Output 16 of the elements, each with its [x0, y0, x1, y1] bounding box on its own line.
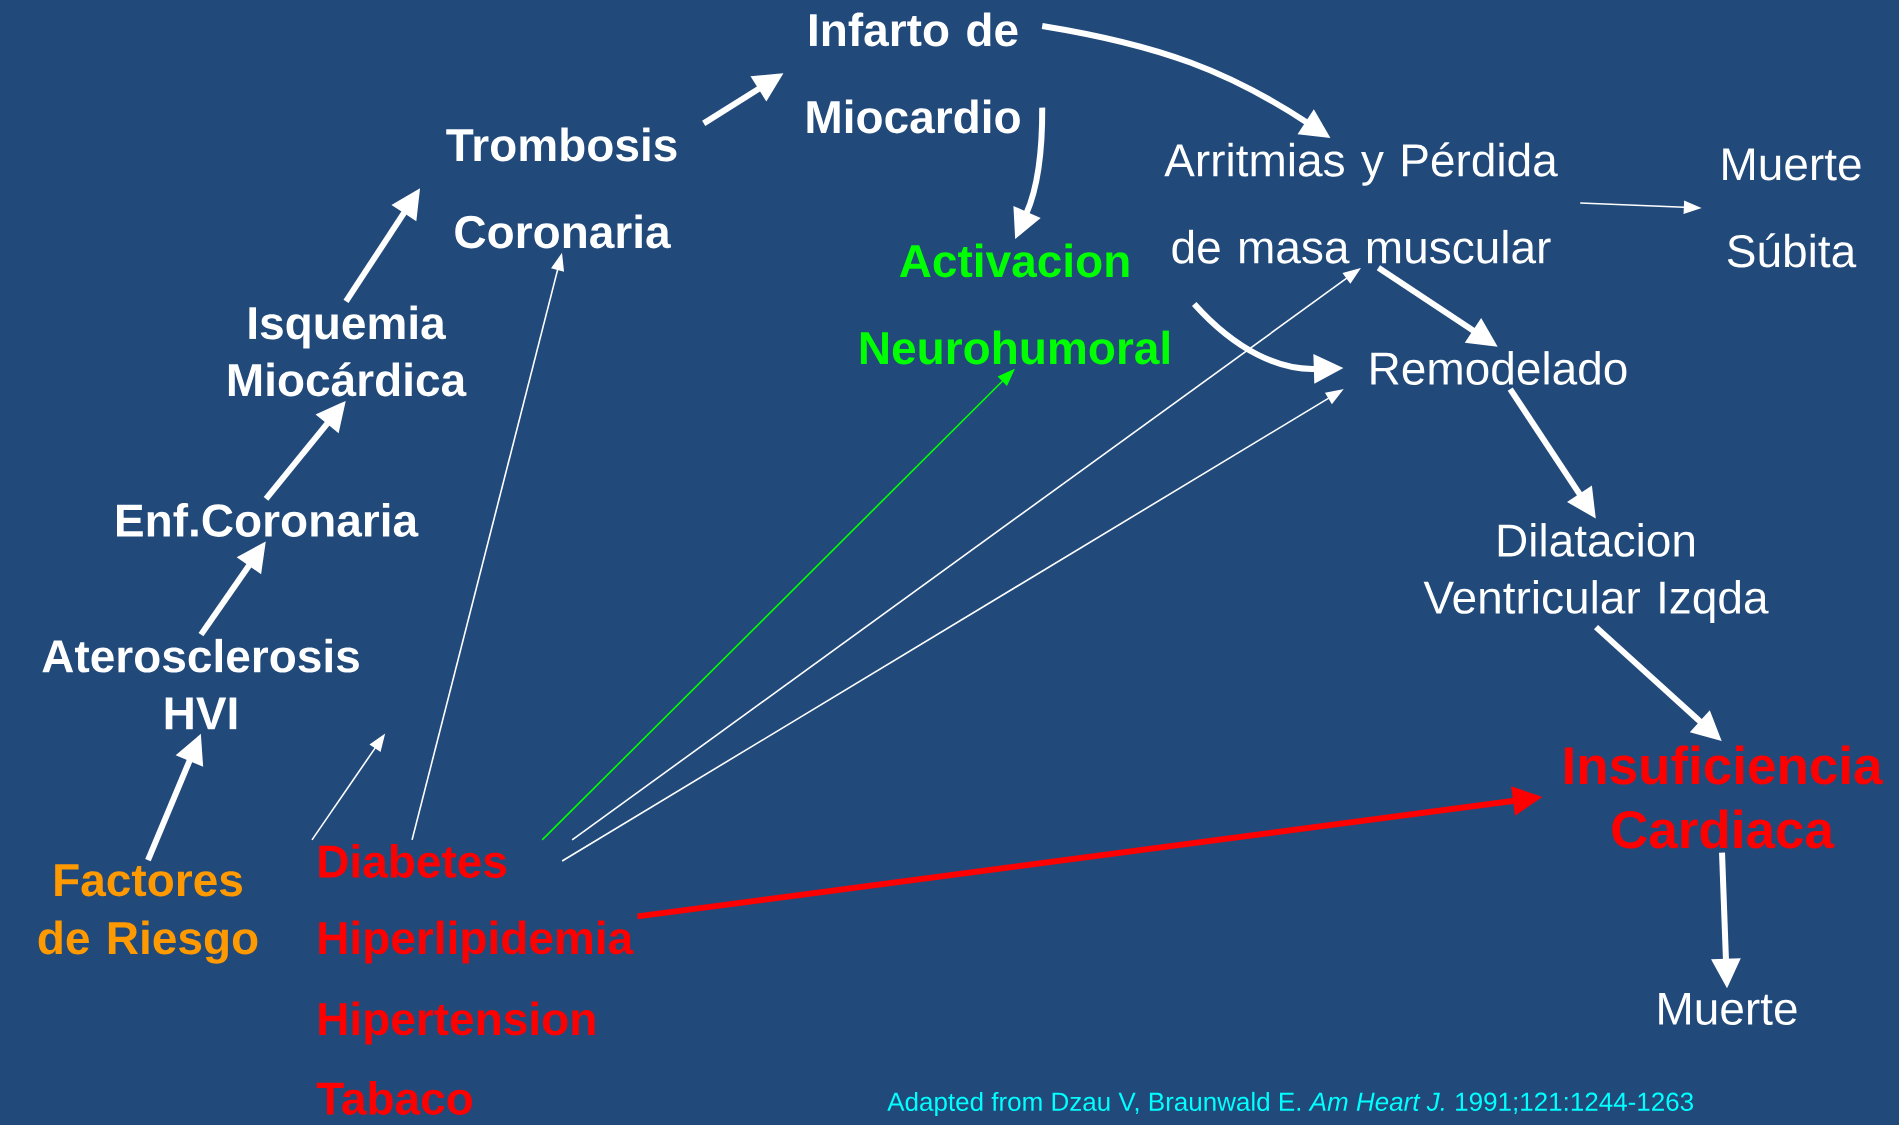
node-label: Factores de Riesgo	[38, 864, 258, 964]
node-label: Hiperlipidemia	[319, 920, 634, 964]
node-label: Tabaco	[316, 1081, 473, 1115]
caption: Adapted from Dzau V, Braunwald E. Am Heart J. 1991;121:1244-1263	[887, 1091, 1693, 1117]
node-label: Isquemia Miocárdica	[228, 305, 467, 397]
node-label: Insuficiencia Cardiaca	[1565, 745, 1883, 849]
node-label: Dilatacion Ventricular Izqda	[1423, 523, 1769, 623]
node-label: Trombosis Coronaria	[446, 127, 677, 249]
node-label: Hipertension	[319, 1001, 595, 1045]
node-label: Diabetes	[319, 844, 507, 878]
node-label: Enf.Coronaria	[117, 503, 419, 537]
node-label: Remodelado	[1371, 351, 1627, 385]
node-label: Aterosclerosis HVI	[42, 638, 359, 730]
node-label: Infarto de Miocardio	[807, 12, 1020, 134]
node-label: Muerte Súbita	[1723, 148, 1861, 268]
node-label: Muerte	[1659, 992, 1797, 1026]
